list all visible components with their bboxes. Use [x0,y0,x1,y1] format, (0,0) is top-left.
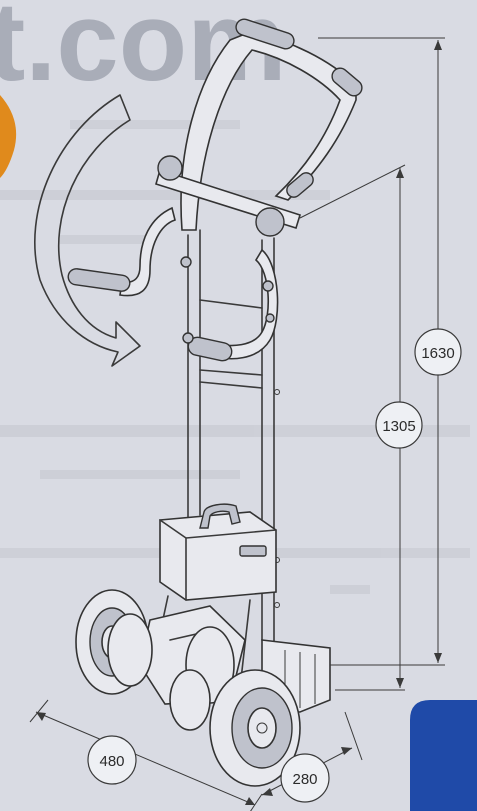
hand-truck [67,18,363,787]
dim-label-1630: 1630 [414,328,462,376]
blue-accent [410,700,477,811]
svg-text:480: 480 [99,753,124,770]
svg-text:280: 280 [292,771,317,788]
wheel-right [209,669,301,787]
svg-text:1630: 1630 [421,345,454,362]
dim-label-1305: 1305 [375,401,423,449]
dim-label-280: 280 [280,753,330,803]
rotation-arrow-icon [34,94,141,367]
dim-label-480: 480 [87,735,137,785]
orange-accent [0,95,17,178]
svg-text:1305: 1305 [382,418,415,435]
